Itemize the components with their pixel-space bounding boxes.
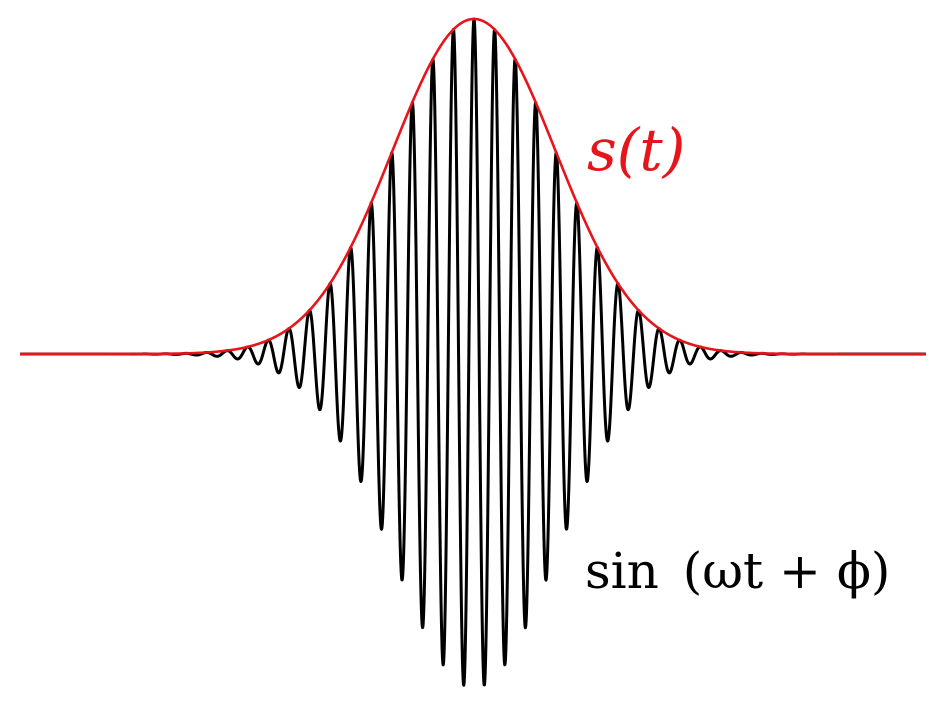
carrier-label: sin (ωt + ϕ)	[585, 542, 890, 600]
gaussian-envelope	[20, 17, 926, 356]
envelope-label: s(t)	[587, 116, 685, 184]
carrier-label-arg: (ωt + ϕ)	[683, 542, 891, 600]
carrier-label-fn: sin	[585, 542, 659, 600]
